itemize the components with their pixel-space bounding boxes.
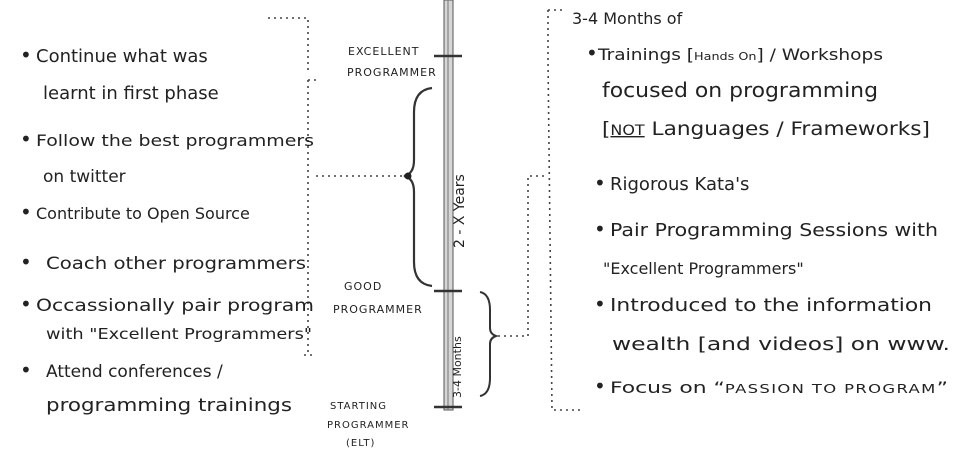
svg-text:"Excellent Programmers": "Excellent Programmers"	[603, 259, 804, 278]
list-item: • Trainings [Hands On] / Workshops focus…	[586, 41, 930, 140]
svg-text:PROGRAMMER: PROGRAMMER	[333, 303, 423, 316]
right-list-header: 3-4 Months of	[572, 9, 683, 28]
svg-text:[NOT Languages / Frameworks]: [NOT Languages / Frameworks]	[602, 118, 930, 140]
list-item: • Contribute to Open Source	[20, 200, 250, 224]
svg-text:EXCELLENT: EXCELLENT	[348, 45, 419, 58]
svg-text:•: •	[20, 200, 32, 224]
svg-text:STARTING: STARTING	[330, 401, 387, 412]
svg-text:•: •	[594, 374, 606, 398]
list-item: • Continue what was learnt in first phas…	[20, 43, 219, 104]
short-phase-bracket	[479, 291, 500, 397]
svg-text:programming trainings: programming trainings	[46, 395, 292, 416]
svg-text:Focus on “PASSION TO PROGRAM”: Focus on “PASSION TO PROGRAM”	[610, 378, 948, 397]
svg-text:•: •	[594, 171, 606, 195]
svg-text:•: •	[586, 41, 598, 65]
svg-text:Contribute to Open Source: Contribute to Open Source	[36, 204, 250, 223]
left-bracket-connector	[268, 17, 320, 356]
list-item: • Pair Programming Sessions with "Excell…	[594, 217, 938, 278]
list-item: • Attend conferences / programming train…	[20, 358, 292, 416]
right-activity-list: 3-4 Months of • Trainings [Hands On] / W…	[572, 9, 950, 398]
svg-text:•: •	[20, 292, 32, 316]
svg-text:(ELT): (ELT)	[346, 438, 375, 449]
right-bracket-connector	[547, 9, 580, 411]
svg-text:focused on programming: focused on programming	[602, 78, 878, 102]
bracket-knot	[404, 172, 412, 180]
long-phase-bracket	[403, 86, 433, 288]
svg-text:•: •	[20, 250, 32, 274]
svg-text:•: •	[20, 127, 32, 151]
long-phase-label: 2 - X Years	[452, 174, 468, 248]
svg-text:•: •	[20, 43, 32, 67]
svg-text:Rigorous Kata's: Rigorous Kata's	[610, 174, 749, 195]
svg-text:wealth [and videos] on www.: wealth [and videos] on www.	[612, 334, 950, 355]
level-starting: STARTING PROGRAMMER (ELT)	[327, 401, 410, 449]
svg-text:Attend conferences /: Attend conferences /	[46, 362, 223, 382]
list-item: • Occassionally pair program with "Excel…	[20, 292, 314, 343]
svg-text:Occassionally pair program: Occassionally pair program	[36, 296, 314, 316]
svg-text:•: •	[594, 217, 606, 241]
svg-text:learnt in first phase: learnt in first phase	[43, 83, 219, 104]
svg-text:Coach other programmers: Coach other programmers	[46, 254, 306, 274]
short-phase-label: 3-4 Months	[451, 336, 464, 398]
list-item: • Focus on “PASSION TO PROGRAM”	[594, 374, 948, 398]
right-to-bar-connector	[498, 175, 548, 337]
list-item: • Rigorous Kata's	[594, 171, 749, 195]
svg-text:Trainings [Hands On] / Worksho: Trainings [Hands On] / Workshops	[597, 45, 883, 64]
level-excellent: EXCELLENT PROGRAMMER	[347, 45, 437, 79]
svg-text:Continue what was: Continue what was	[36, 46, 208, 67]
svg-text:on twitter: on twitter	[43, 167, 126, 187]
level-good: GOOD PROGRAMMER	[333, 280, 423, 316]
svg-text:•: •	[20, 358, 32, 382]
svg-text:Introduced to the information: Introduced to the information	[610, 295, 932, 316]
svg-text:Follow the best programmers: Follow the best programmers	[36, 131, 314, 150]
left-activity-list: • Continue what was learnt in first phas…	[20, 43, 314, 416]
svg-text:with "Excellent Programmers": with "Excellent Programmers"	[46, 325, 312, 343]
list-item: • Follow the best programmers on twitter	[20, 127, 314, 187]
timeline-bar	[434, 0, 462, 411]
svg-text:PROGRAMMER: PROGRAMMER	[347, 66, 437, 79]
list-item: • Coach other programmers	[20, 250, 306, 274]
svg-text:•: •	[594, 292, 606, 316]
svg-text:GOOD: GOOD	[344, 280, 382, 293]
svg-text:PROGRAMMER: PROGRAMMER	[327, 420, 410, 431]
svg-text:Pair Programming Sessions with: Pair Programming Sessions with	[610, 220, 938, 241]
list-item: • Introduced to the information wealth […	[594, 292, 950, 355]
